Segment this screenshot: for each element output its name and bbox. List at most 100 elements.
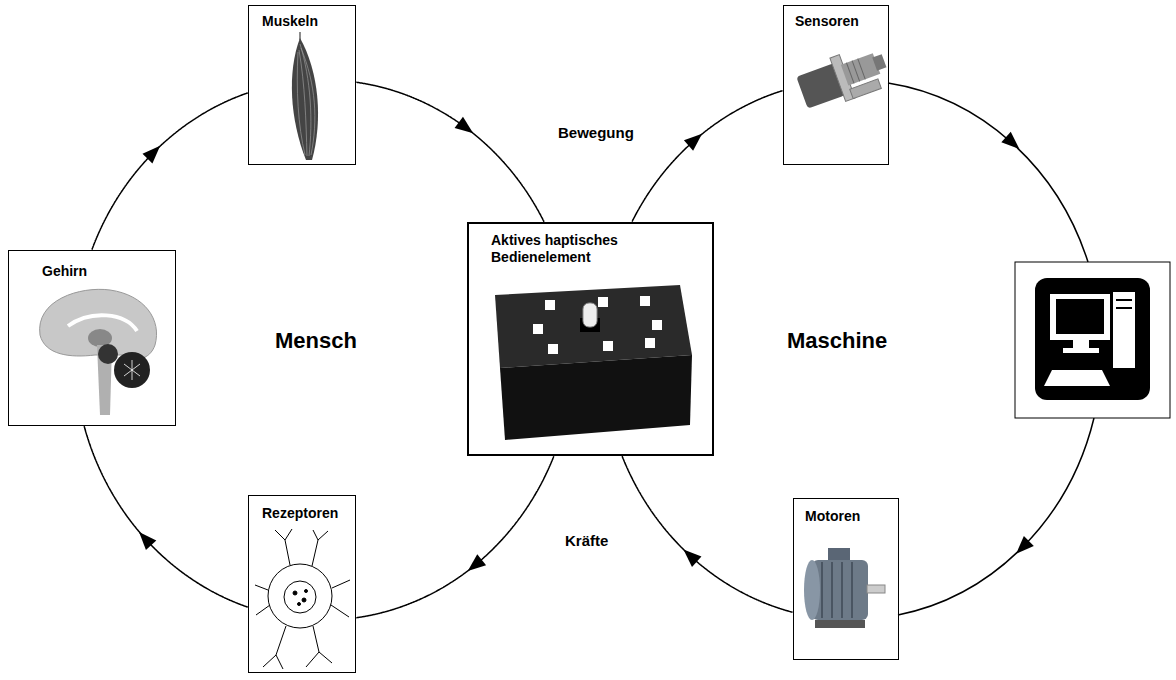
neuron-picture-part xyxy=(302,598,306,602)
node-text: Muskeln xyxy=(262,13,355,30)
neuron-picture-part xyxy=(284,581,316,613)
node-text: Aktives haptisches Bedienelement xyxy=(491,232,651,266)
motor-picture-part xyxy=(828,548,850,562)
computer-box-part xyxy=(1113,292,1135,368)
brain-picture-part xyxy=(68,315,137,331)
haptic-device-picture-part xyxy=(533,296,662,354)
haptic-device-picture-part xyxy=(500,355,692,440)
loop-arc xyxy=(92,93,248,250)
arrow-head xyxy=(463,554,486,576)
haptic-device-picture-part-part xyxy=(545,300,555,310)
sensor-picture-part xyxy=(872,54,886,71)
muscle-picture-part xyxy=(297,52,305,155)
muscle-picture xyxy=(292,32,318,160)
neuron-picture-part xyxy=(331,580,350,617)
loop-arc xyxy=(632,91,783,222)
loop-arrow xyxy=(356,456,554,618)
neuron-picture-part xyxy=(275,529,292,565)
computer-box-part xyxy=(1073,340,1089,348)
machine-loop-arcs-part xyxy=(888,83,1088,262)
sensor-picture-part xyxy=(846,63,854,84)
machine-loop-arcs-part xyxy=(1001,132,1024,154)
neuron-picture-part xyxy=(263,626,286,669)
haptic-device-picture-part-part xyxy=(640,296,650,306)
loop-arc xyxy=(356,82,544,222)
computer-box-part xyxy=(1044,370,1110,386)
loop-arc xyxy=(84,426,248,607)
haptic-device-picture-part-part xyxy=(548,344,558,354)
loop-arrow xyxy=(356,82,544,222)
flow-label: Kräfte xyxy=(565,532,608,549)
arrow-head xyxy=(134,527,156,550)
neuron-picture-part xyxy=(305,590,308,593)
motor-box: Motoren xyxy=(793,498,899,660)
neuron-picture-part xyxy=(298,603,301,606)
haptic-device-picture-part-part xyxy=(533,324,543,334)
haptic-device-picture-part-part xyxy=(645,338,655,348)
haptic-device-picture-part-part xyxy=(598,297,608,307)
loop-title: Mensch xyxy=(275,328,357,354)
loop-arrow xyxy=(84,426,248,607)
loop-arrow xyxy=(622,456,793,612)
neuron-picture-part xyxy=(293,591,297,595)
brain-picture-part xyxy=(98,344,118,364)
computer-box-part xyxy=(1035,278,1150,400)
loop-arc xyxy=(356,456,554,618)
box-grounds-part xyxy=(793,498,899,660)
box-grounds xyxy=(8,5,899,673)
motor-picture-part xyxy=(812,560,868,620)
neuron-picture-part xyxy=(268,564,332,628)
arrow-head xyxy=(684,128,707,150)
haptic-device-picture-part xyxy=(583,303,597,327)
computer-box-part xyxy=(1116,307,1132,309)
neuron-picture xyxy=(255,529,350,669)
box-grounds-part xyxy=(248,495,356,673)
flow-label: Bewegung xyxy=(558,124,634,141)
loop-arrow xyxy=(632,91,783,222)
sensor-picture xyxy=(794,41,892,114)
arrow-head xyxy=(679,544,702,566)
node-text: Gehirn xyxy=(42,263,175,280)
box-grounds-part xyxy=(783,5,889,165)
loop-arc xyxy=(622,456,793,612)
loop-arrow xyxy=(92,93,248,250)
sensor-picture-part xyxy=(850,79,882,99)
box-grounds-part xyxy=(248,5,356,165)
box-grounds-part xyxy=(467,222,714,456)
neuron-picture-part xyxy=(312,530,328,566)
brain-picture-part xyxy=(114,352,150,388)
device-box: Aktives haptisches Bedienelement xyxy=(467,222,714,456)
haptic-device-picture-part xyxy=(495,285,692,368)
haptic-device-picture xyxy=(495,285,692,440)
motor-picture-part xyxy=(815,620,865,628)
receptor-box: Rezeptoren xyxy=(248,495,356,673)
arrow-head xyxy=(142,141,165,164)
haptic-device-picture-part-part xyxy=(652,320,662,330)
computer-box-part xyxy=(1050,294,1110,340)
motor-picture-part xyxy=(821,562,823,618)
computer-box-part xyxy=(1116,299,1132,301)
loop-title: Maschine xyxy=(787,328,887,354)
haptic-device-picture-part-part xyxy=(603,341,613,351)
muscle-picture-part xyxy=(292,38,318,160)
computer-box xyxy=(1015,262,1170,418)
motor-picture-part xyxy=(804,560,820,620)
node-text: Motoren xyxy=(805,508,898,525)
node-text: Rezeptoren xyxy=(262,505,355,522)
computer-box-part xyxy=(1015,262,1170,418)
brain-picture-part xyxy=(124,360,140,380)
arrow-head xyxy=(455,117,478,139)
machine-loop-arcs-part xyxy=(898,418,1094,615)
motor-picture-part xyxy=(851,562,853,618)
motor-picture-part xyxy=(841,562,843,618)
motor-picture xyxy=(804,548,885,628)
computer-box-part xyxy=(1063,348,1099,353)
muscle-picture-part xyxy=(301,48,315,155)
sensor-box: Sensoren xyxy=(783,5,889,165)
neuron-picture-part xyxy=(306,626,332,667)
sensor-picture-part xyxy=(858,59,866,80)
muscle-box: Muskeln xyxy=(248,5,356,165)
box-grounds-part xyxy=(8,250,176,426)
